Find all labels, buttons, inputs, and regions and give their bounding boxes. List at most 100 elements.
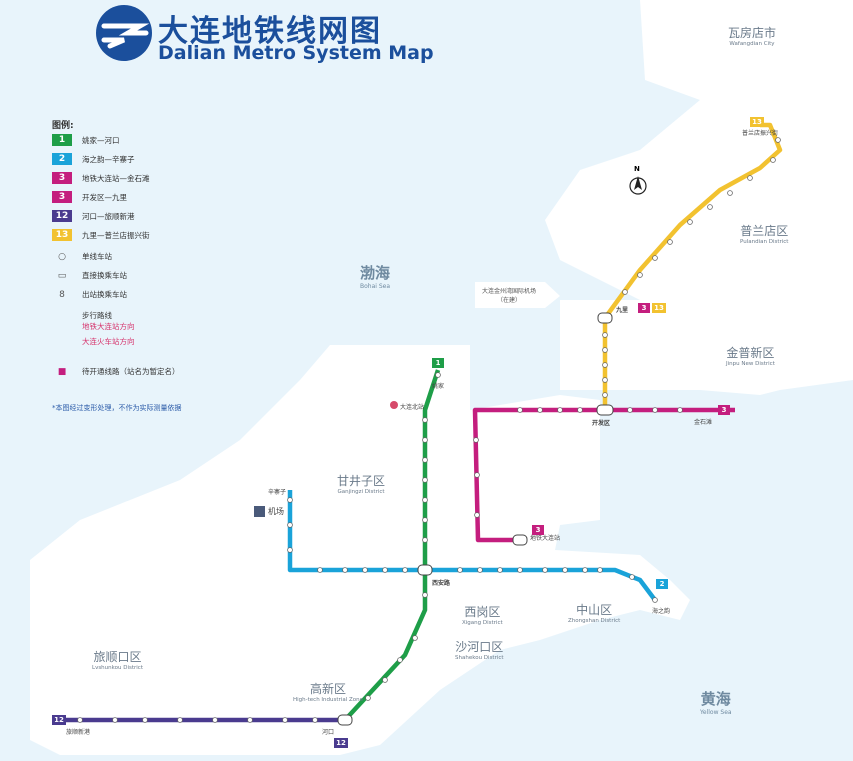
station-dot[interactable] — [422, 417, 428, 423]
interchange-jiuli[interactable] — [597, 312, 613, 324]
station-dot[interactable] — [517, 567, 523, 573]
station-dot[interactable] — [477, 567, 483, 573]
station-dot[interactable] — [727, 190, 733, 196]
station-dot[interactable] — [474, 512, 480, 518]
station-dot[interactable] — [422, 517, 428, 523]
station-dot[interactable] — [667, 239, 673, 245]
station-dot[interactable] — [629, 574, 635, 580]
station-dot[interactable] — [362, 567, 368, 573]
line-12-terminal-tag: 12 — [52, 715, 66, 725]
station-airport[interactable]: 机场 — [268, 507, 284, 516]
station-dot[interactable] — [422, 457, 428, 463]
station-dot[interactable] — [435, 372, 441, 378]
station-dot[interactable] — [422, 437, 428, 443]
train-station-icon — [390, 401, 398, 409]
legend-line13-label: 九里—普兰店振兴街 — [82, 230, 150, 240]
station-dot[interactable] — [412, 635, 418, 641]
line-2-track — [287, 490, 657, 602]
station-dot[interactable] — [497, 567, 503, 573]
station-dot[interactable] — [577, 407, 583, 413]
station-dot[interactable] — [652, 597, 658, 603]
station-dot[interactable] — [312, 717, 318, 723]
station-dot[interactable] — [212, 717, 218, 723]
region-huanghai-cn: 黄海 — [700, 690, 731, 708]
station-dot[interactable] — [342, 567, 348, 573]
station-dot[interactable] — [602, 332, 608, 338]
line-13-track — [602, 122, 783, 410]
station-dot[interactable] — [422, 592, 428, 598]
region-huanghai-en: Yellow Sea — [700, 709, 732, 716]
station-dot[interactable] — [687, 219, 693, 225]
compass-label: N — [634, 165, 640, 173]
station-dot[interactable] — [537, 407, 543, 413]
station-dot[interactable] — [473, 437, 479, 443]
station-dot[interactable] — [247, 717, 253, 723]
station-lvshunxingang[interactable]: 旅顺新港 — [66, 729, 91, 736]
station-dot[interactable] — [775, 137, 781, 143]
station-jinshitan[interactable]: 金石滩 — [694, 419, 713, 426]
station-dot[interactable] — [365, 695, 371, 701]
station-kaifaqu[interactable]: 开发区 — [592, 420, 611, 427]
legend-line12-label: 河口—旅顺新港 — [82, 211, 135, 221]
station-dot[interactable] — [422, 537, 428, 543]
station-dot[interactable] — [382, 567, 388, 573]
station-dot[interactable] — [317, 567, 323, 573]
region-shahekou-cn: 沙河口区 — [455, 640, 504, 654]
legend-row-single: ○ 单线车站 — [52, 251, 112, 262]
station-dot[interactable] — [602, 392, 608, 398]
station-xi-an-lu[interactable]: 西安路 — [432, 580, 451, 587]
interchange-dalianzhan[interactable] — [512, 534, 528, 546]
station-dot[interactable] — [707, 204, 713, 210]
station-dot[interactable] — [562, 567, 568, 573]
station-dot[interactable] — [637, 272, 643, 278]
station-xinzhaizi[interactable]: 辛寨子 — [268, 489, 287, 496]
station-haizhiyun[interactable]: 海之韵 — [652, 608, 671, 615]
line-3-jiuli-tag: 3 — [638, 303, 650, 313]
station-dot[interactable] — [177, 717, 183, 723]
station-dot[interactable] — [422, 497, 428, 503]
station-dalianzhan[interactable]: 地铁大连站 — [530, 535, 561, 542]
station-dot[interactable] — [627, 407, 633, 413]
station-dot[interactable] — [287, 497, 293, 503]
station-dot[interactable] — [282, 717, 288, 723]
station-dot[interactable] — [422, 477, 428, 483]
station-dot[interactable] — [142, 717, 148, 723]
station-dot[interactable] — [602, 347, 608, 353]
station-pulandian-end[interactable]: 普兰店振兴街 — [742, 130, 779, 137]
station-dot[interactable] — [542, 567, 548, 573]
station-dot[interactable] — [474, 472, 480, 478]
station-dot[interactable] — [112, 717, 118, 723]
station-jiuli[interactable]: 九里 — [616, 307, 629, 314]
station-dot[interactable] — [402, 567, 408, 573]
legend-row-line2: 2 海之韵—辛寨子 — [52, 153, 135, 165]
station-dot[interactable] — [602, 362, 608, 368]
station-dot[interactable] — [770, 157, 776, 163]
station-dot[interactable] — [582, 567, 588, 573]
station-dot[interactable] — [77, 717, 83, 723]
interchange-hekou[interactable] — [337, 714, 353, 726]
station-dot[interactable] — [652, 255, 658, 261]
station-dot[interactable] — [747, 175, 753, 181]
station-dot[interactable] — [622, 289, 628, 295]
interchange-kaifaqu[interactable] — [596, 404, 614, 416]
station-dot[interactable] — [457, 567, 463, 573]
interchange-xi-an-lu[interactable] — [417, 564, 433, 576]
station-yaojia[interactable]: 姚家 — [432, 383, 445, 390]
station-dot[interactable] — [517, 407, 523, 413]
station-dot[interactable] — [677, 407, 683, 413]
station-dot[interactable] — [287, 547, 293, 553]
legend-line2-label: 海之韵—辛寨子 — [82, 154, 135, 164]
station-hekou[interactable]: 河口 — [322, 729, 335, 736]
station-dot[interactable] — [602, 377, 608, 383]
station-dot[interactable] — [557, 407, 563, 413]
legend-walk-b: 大连火车站方向 — [82, 337, 135, 346]
station-dot[interactable] — [287, 522, 293, 528]
station-dot[interactable] — [652, 407, 658, 413]
station-dot[interactable] — [382, 677, 388, 683]
station-dot[interactable] — [597, 567, 603, 573]
future-line-icon: ■ — [57, 366, 67, 377]
station-dot[interactable] — [397, 657, 403, 663]
station-dalianbei[interactable]: 大连北站 — [400, 404, 425, 411]
land-peninsula — [30, 345, 690, 755]
